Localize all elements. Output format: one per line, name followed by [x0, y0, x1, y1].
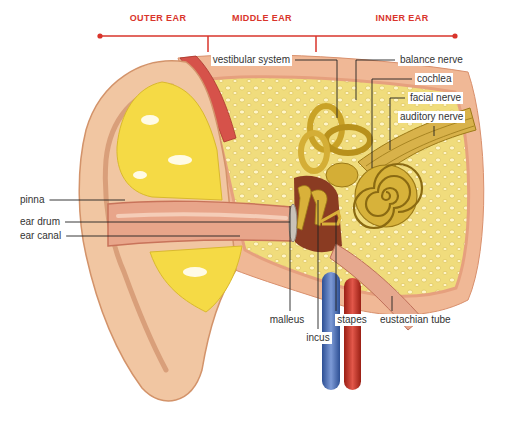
cartilage-spot	[183, 267, 207, 277]
stapes-bone	[320, 212, 340, 224]
leader-line	[336, 216, 337, 311]
part-label: cochlea	[415, 73, 453, 85]
part-label: facial nerve	[408, 92, 463, 104]
cartilage-spot	[133, 171, 147, 179]
part-label: stapes	[335, 314, 368, 326]
bracket-tick	[315, 36, 317, 52]
cochlea-shell	[355, 165, 417, 227]
part-label: auditory nerve	[398, 111, 465, 123]
part-label: vestibular system	[211, 54, 292, 66]
bracket-dot	[97, 33, 102, 38]
nerve-fibre	[366, 118, 472, 166]
cartilage	[117, 82, 222, 200]
leader-line	[372, 79, 412, 168]
semicircular-canal	[326, 127, 370, 153]
canal-highlight	[118, 214, 286, 218]
leader-line	[290, 206, 291, 311]
leader-line	[49, 200, 125, 201]
part-label: ear canal	[18, 230, 63, 242]
leader-line	[356, 60, 395, 100]
cochlea-spiral	[354, 164, 422, 228]
temporal-bone	[200, 77, 469, 296]
part-label: pinna	[18, 194, 46, 206]
part-label: balance nerve	[398, 54, 465, 66]
section-bracket	[100, 35, 455, 37]
part-label: ear drum	[18, 216, 62, 228]
part-label: eustachian tube	[378, 314, 453, 326]
leader-line	[392, 296, 393, 311]
ear-canal	[108, 201, 292, 246]
vestibule	[326, 163, 358, 187]
cartilage-spot	[168, 155, 192, 165]
semicircular-canal	[301, 133, 327, 171]
leader-line	[66, 236, 240, 237]
part-label: malleus	[268, 314, 306, 326]
section-heading: INNER EAR	[375, 13, 428, 24]
artery	[344, 278, 361, 390]
cartilage-spot	[141, 115, 159, 125]
section-heading: OUTER EAR	[130, 13, 187, 24]
leader-line	[390, 98, 405, 150]
bracket-dot	[452, 33, 457, 38]
cartilage	[150, 246, 242, 312]
malleus-bone	[297, 186, 311, 230]
vein	[322, 272, 340, 390]
part-label: incus	[304, 332, 331, 344]
leader-line	[65, 222, 290, 223]
leader-line	[434, 126, 435, 136]
bracket-tick	[207, 36, 209, 52]
section-heading: MIDDLE EAR	[232, 13, 292, 24]
leader-line	[295, 60, 337, 118]
leader-line	[318, 200, 319, 329]
